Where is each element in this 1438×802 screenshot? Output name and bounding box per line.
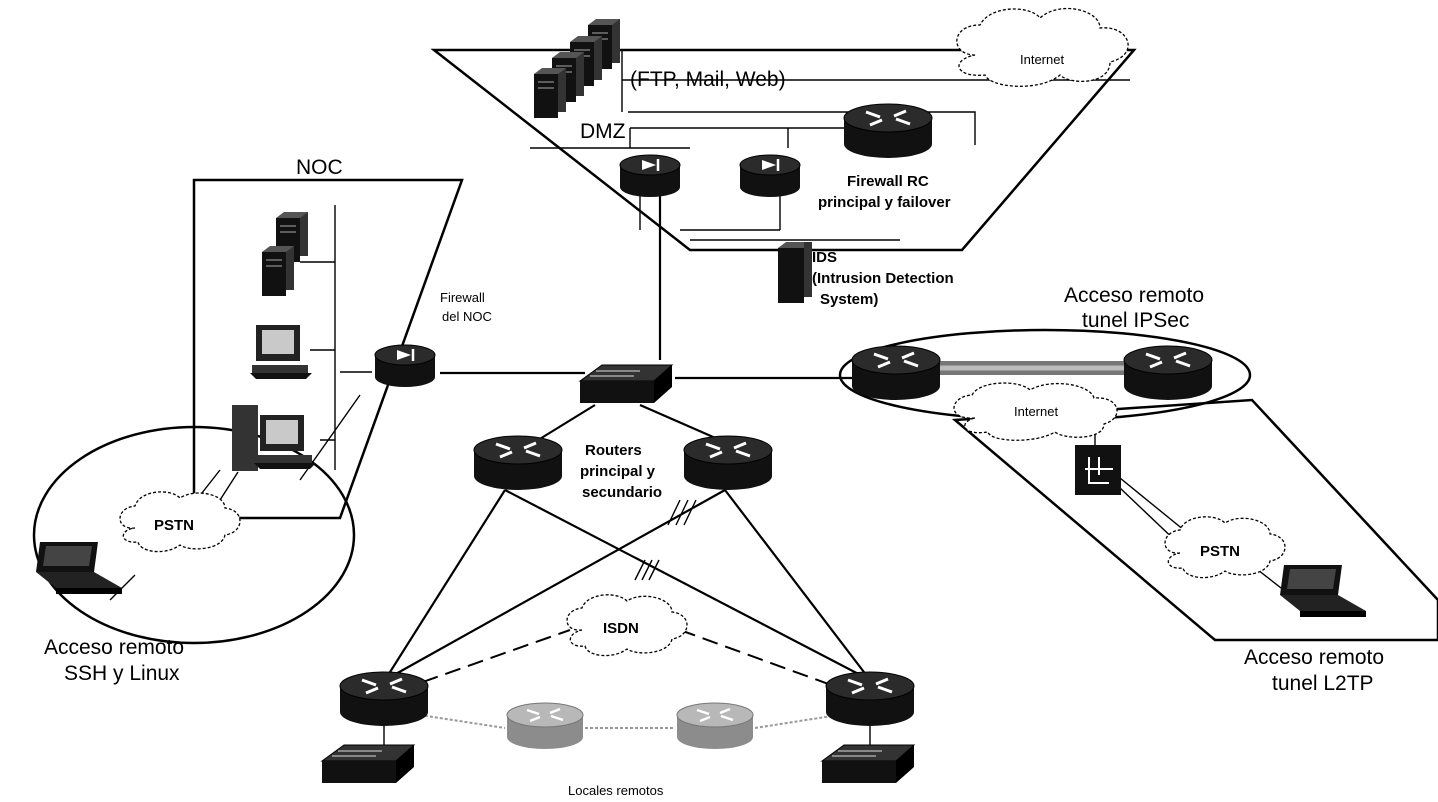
remote-router-grey-1: [505, 701, 585, 751]
firewall-rc-label: Firewall RC: [847, 173, 929, 190]
router-mesh-links: [384, 489, 871, 681]
ids-sublabel-2: System): [820, 291, 878, 308]
pstn-right-cloud: [1164, 516, 1286, 579]
noc-backbone-line: [300, 205, 336, 470]
internet-top-label: Internet: [1020, 52, 1064, 67]
dmz-backbone-line: [530, 111, 976, 149]
core-switch: [579, 364, 673, 404]
pstn-left-cloud: [119, 491, 241, 553]
ids-sublabel-1: (Intrusion Detection: [812, 270, 954, 287]
noc-label: NOC: [296, 156, 343, 179]
l2tp-label-1: Acceso remoto: [1244, 646, 1384, 669]
ipsec-router-left: [850, 344, 942, 402]
firewall-noc-label-2: del NOC: [442, 309, 492, 324]
isdn-dashed-links: [399, 629, 846, 691]
remote-router-grey-2: [675, 701, 755, 751]
locales-remotos-label: Locales remotos: [568, 783, 664, 798]
remote-router-right: [824, 670, 916, 728]
pstn-right-label: PSTN: [1200, 543, 1240, 560]
l2tp-label-2: tunel L2TP: [1272, 672, 1374, 695]
noc-pc: [232, 405, 316, 471]
servers-label: (FTP, Mail, Web): [630, 68, 786, 91]
isdn-cloud: [566, 594, 688, 657]
firewall-rc-sublabel: principal y failover: [818, 194, 951, 211]
routers-label-3: secundario: [582, 484, 662, 501]
dmz-label: DMZ: [580, 120, 626, 143]
noc-workstation: [250, 325, 312, 379]
l2tp-laptop: [1280, 565, 1366, 617]
ipsec-router-right: [1122, 344, 1214, 402]
routers-label-2: principal y: [580, 463, 656, 480]
firewall-rc-principal: [618, 153, 682, 199]
routers-label-1: Routers: [585, 442, 642, 459]
l2tp-access-server: [1075, 445, 1121, 495]
router-principal: [472, 434, 564, 492]
noc-area-outline: [192, 178, 464, 520]
internet-mid-label: Internet: [1014, 404, 1058, 419]
ipsec-label-2: tunel IPSec: [1082, 309, 1189, 332]
switch-to-routers-link: [529, 403, 721, 446]
remote-switch-links: [383, 720, 871, 745]
l2tp-area-outline: [951, 398, 1438, 642]
ssh-laptop: [36, 542, 122, 594]
ssh-area-outline: [32, 425, 356, 645]
dmz-area-outline: [430, 48, 1137, 252]
ids-label: IDS: [812, 249, 837, 266]
dmz-router: [842, 102, 934, 160]
isdn-hash-marks: [634, 499, 697, 581]
firewall-noc: [373, 343, 437, 389]
pstn-left-label: PSTN: [154, 517, 194, 534]
firewall-noc-label-1: Firewall: [440, 290, 485, 305]
remote-dotted-link: [419, 714, 839, 729]
router-secundario: [682, 434, 774, 492]
ids-server: [778, 242, 812, 303]
remote-router-left: [338, 670, 430, 728]
ssh-label-2: SSH y Linux: [64, 662, 180, 685]
internet-mid-cloud: [953, 382, 1118, 441]
ipsec-label-1: Acceso remoto: [1064, 284, 1204, 307]
isdn-label: ISDN: [603, 620, 639, 637]
remote-switch-left: [321, 744, 415, 784]
remote-switch-right: [821, 744, 915, 784]
ssh-label-1: Acceso remoto: [44, 636, 184, 659]
internet-top-cloud: [956, 7, 1129, 87]
ids-link: [639, 195, 900, 241]
dmz-server-stack: [533, 18, 621, 119]
noc-server-stack: [261, 211, 309, 297]
firewall-rc-failover: [738, 153, 802, 199]
